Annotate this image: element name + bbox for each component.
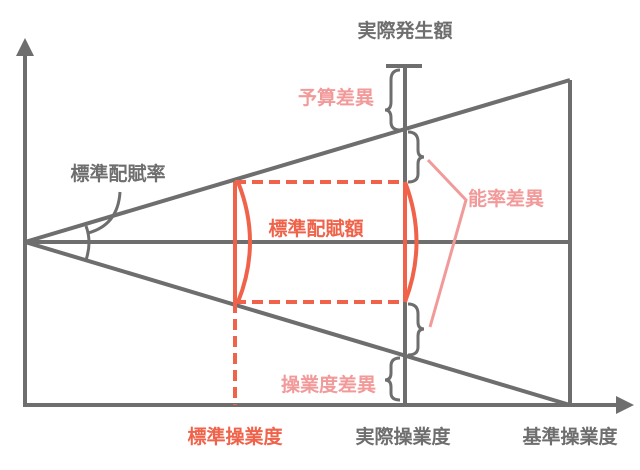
efficiency-leader	[426, 158, 468, 328]
efficiency-variance-label: 能率差異	[468, 187, 544, 210]
standard-rate-label: 標準配賦率	[70, 162, 165, 185]
y-axis-arrow-icon	[16, 38, 34, 56]
volume-variance-label: 操業度差異	[281, 373, 376, 396]
angle-arc	[84, 225, 91, 261]
rate-leader	[87, 191, 122, 235]
actual-activity-label: 実際操業度	[355, 425, 451, 448]
volume-variance-brace	[384, 356, 401, 402]
standard-allocation-brace-left	[236, 181, 252, 303]
efficiency-brace-upper	[407, 130, 425, 184]
x-axis-arrow-icon	[616, 396, 634, 414]
standard-line-lower	[24, 240, 571, 407]
actual-cost-label: 実際発生額	[357, 19, 452, 42]
budget-variance-brace	[384, 68, 401, 132]
budget-variance-label: 予算差異	[298, 86, 374, 109]
standard-activity-label: 標準操業度	[187, 425, 283, 448]
base-activity-label: 基準操業度	[521, 425, 618, 448]
standard-allocation-label: 標準配賦額	[268, 217, 363, 240]
budget-line-upper	[24, 78, 571, 244]
standard-allocation-brace-right	[403, 181, 419, 303]
efficiency-brace-lower	[407, 302, 425, 357]
